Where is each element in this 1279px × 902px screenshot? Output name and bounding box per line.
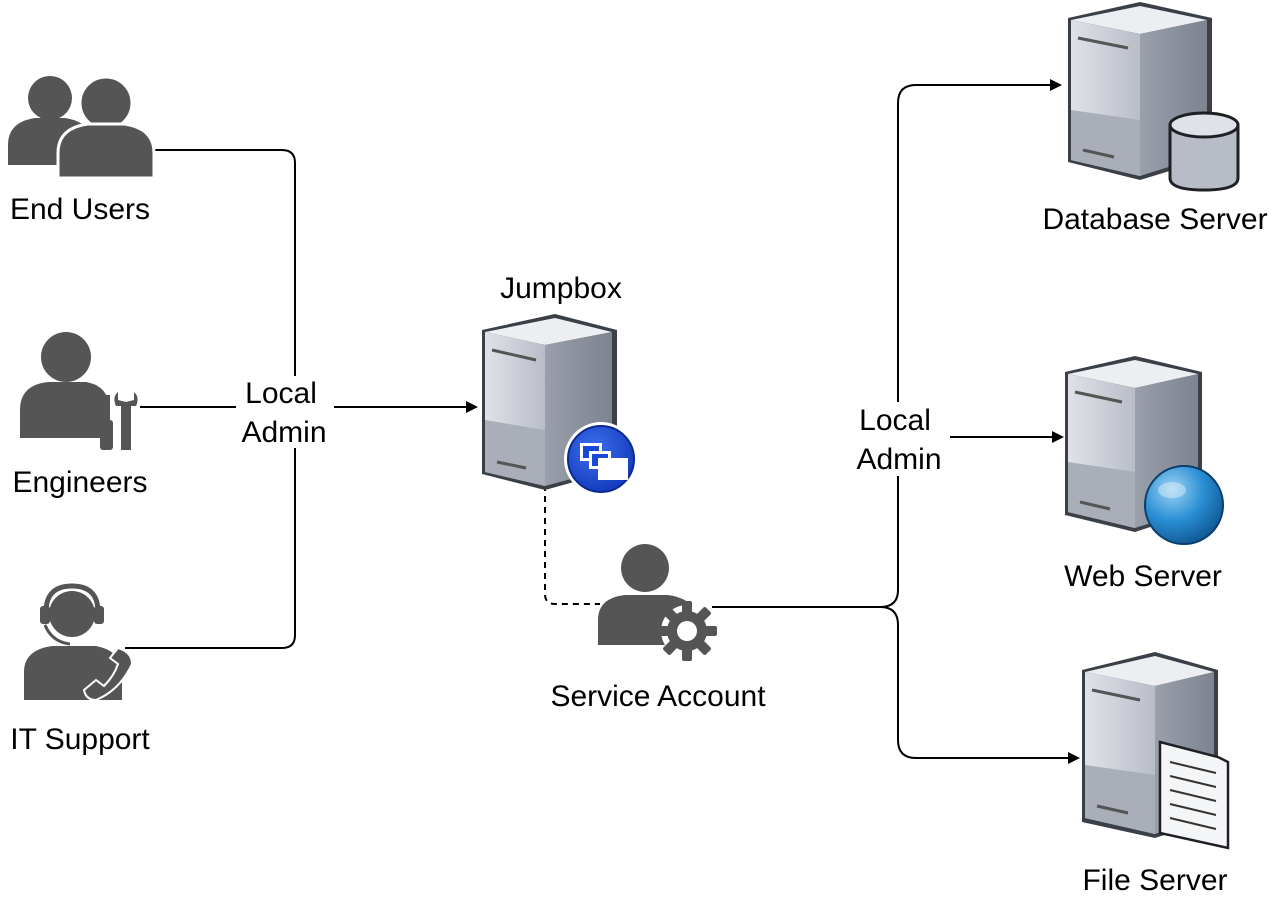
support-headset-icon: [24, 583, 134, 702]
server-remote-desktop-icon: [482, 314, 638, 496]
it-support-label: IT Support: [10, 723, 150, 756]
end-users-node[interactable]: End Users: [8, 75, 156, 226]
database-server-label: Database Server: [1042, 203, 1267, 236]
svg-text:Admin: Admin: [241, 416, 326, 449]
engineers-label: Engineers: [12, 466, 147, 499]
it-support-node[interactable]: IT Support: [10, 583, 150, 756]
engineers-node[interactable]: Engineers: [12, 332, 148, 499]
file-server-label: File Server: [1082, 864, 1227, 897]
server-database-icon: [1068, 2, 1240, 192]
edge-label-service-servers: Local Admin: [850, 402, 950, 476]
edge-label-users-jumpbox: Local Admin: [236, 376, 334, 449]
connector-to-file-server: [879, 606, 1080, 764]
web-server-node[interactable]: Web Server: [1064, 356, 1224, 593]
server-document-icon: [1082, 652, 1230, 850]
svg-text:Local: Local: [859, 404, 931, 437]
svg-text:Admin: Admin: [856, 443, 941, 476]
connector-jumpbox-service-account: [544, 485, 600, 605]
service-account-node[interactable]: Service Account: [550, 544, 766, 713]
svg-text:Local: Local: [245, 377, 317, 410]
database-server-node[interactable]: Database Server: [1042, 2, 1268, 236]
end-users-label: End Users: [10, 193, 150, 226]
web-server-label: Web Server: [1064, 560, 1222, 593]
file-server-node[interactable]: File Server: [1082, 652, 1230, 897]
engineer-tools-icon: [20, 332, 138, 450]
jumpbox-label: Jumpbox: [500, 272, 622, 305]
users-group-icon: [8, 75, 156, 180]
user-gear-icon: [598, 544, 717, 661]
jumpbox-node[interactable]: Jumpbox: [482, 272, 638, 496]
service-account-label: Service Account: [550, 680, 766, 713]
connector-service-account-bus: [712, 79, 1062, 608]
server-globe-icon: [1065, 356, 1224, 545]
